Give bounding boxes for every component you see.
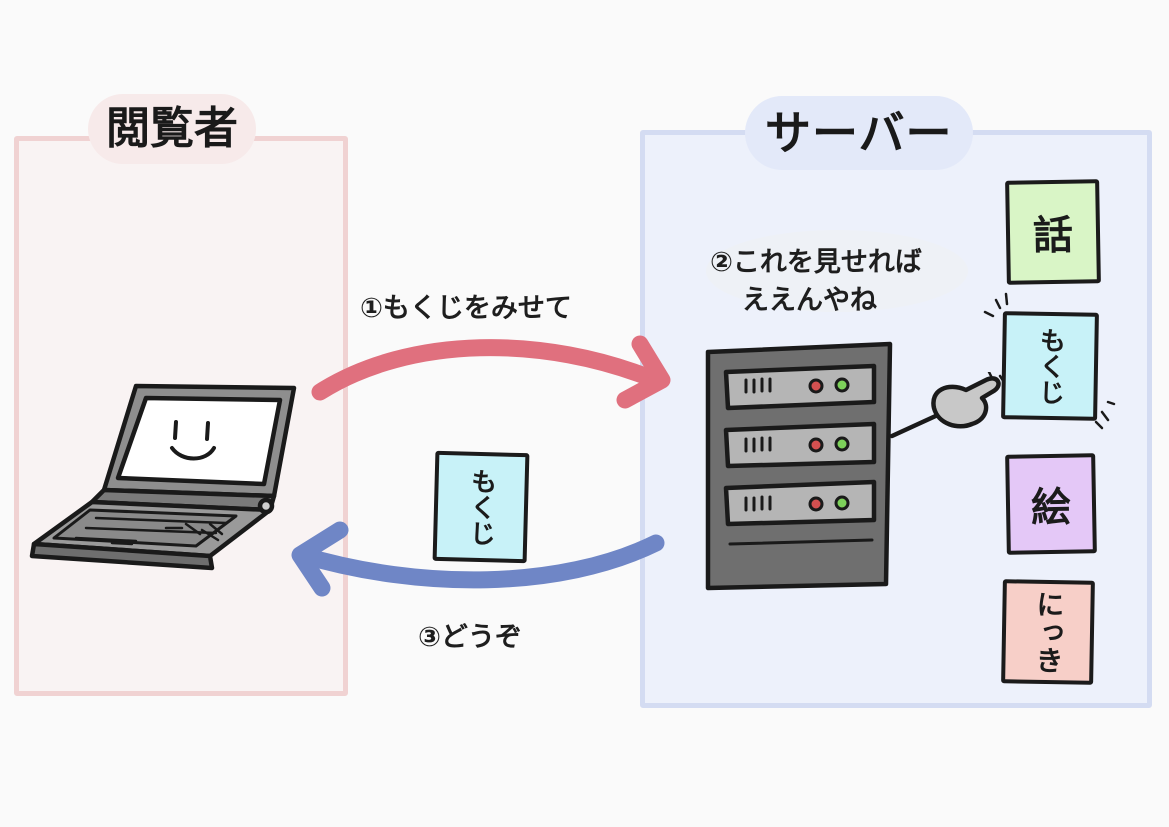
card-hanashi: 話 bbox=[1005, 179, 1101, 285]
response-arrow bbox=[291, 521, 665, 597]
request-arrow bbox=[311, 335, 671, 409]
server-title: サーバー bbox=[745, 96, 973, 170]
card-mokuji: もくじ bbox=[1001, 311, 1099, 421]
laptop-icon bbox=[29, 383, 297, 571]
card-nikki: にっき bbox=[1001, 579, 1095, 685]
speech-bubble bbox=[706, 230, 968, 312]
pointing-hand-icon bbox=[889, 372, 1006, 439]
card-transfer-label: もくじ bbox=[464, 467, 498, 547]
step3-caption: ③どうぞ bbox=[418, 622, 522, 653]
step1-caption: ①もくじをみせて bbox=[360, 293, 572, 324]
card-e: 絵 bbox=[1005, 453, 1097, 555]
card-transfer-mokuji: もくじ bbox=[432, 450, 530, 564]
card-nikki-label: にっき bbox=[1031, 589, 1066, 675]
step2-caption-line1: ②これを見せれば bbox=[710, 247, 922, 278]
viewer-title: 閲覧者 bbox=[88, 94, 256, 164]
card-mokuji-label: もくじ bbox=[1034, 326, 1066, 406]
step2-caption-line2: ええんやね bbox=[742, 285, 877, 316]
server-rack-icon bbox=[705, 341, 893, 591]
card-hanashi-label: 話 bbox=[1032, 212, 1074, 260]
card-e-label: 絵 bbox=[1030, 484, 1072, 532]
